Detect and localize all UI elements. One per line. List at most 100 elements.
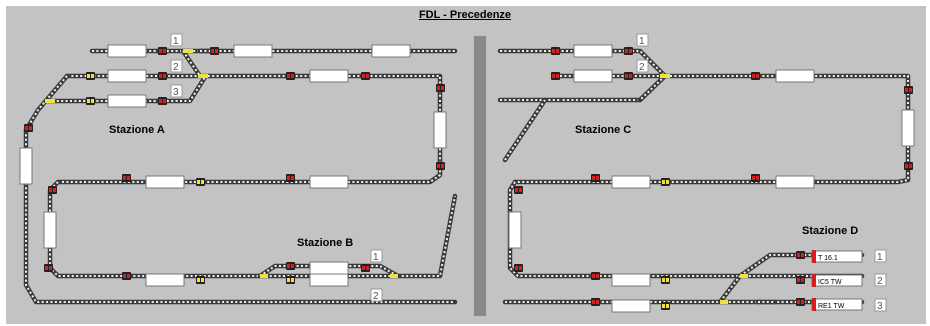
- track-number-d1[interactable]: 1: [874, 249, 887, 263]
- track-block: [573, 44, 613, 58]
- signal-lamp: [629, 74, 632, 78]
- signal-lamp: [163, 99, 166, 103]
- signal-lamp: [159, 49, 162, 53]
- track-sleepers: [515, 75, 909, 183]
- track-block: [233, 44, 273, 58]
- track-number-a3-text: 3: [173, 87, 179, 98]
- signal-lamp: [625, 49, 628, 53]
- signal-lamp: [287, 278, 290, 282]
- track-number-d2-text: 2: [877, 276, 883, 287]
- track-number-d2[interactable]: 2: [874, 273, 887, 287]
- signal-lamp: [366, 74, 369, 78]
- train-d2-label: IC5 TW: [818, 279, 842, 286]
- track-number-a1[interactable]: 1: [170, 33, 183, 47]
- signal-lamp: [666, 304, 669, 308]
- station-b-label: Stazione B: [297, 237, 353, 249]
- signal-lamp: [519, 266, 522, 270]
- track-block: [107, 69, 147, 83]
- signal-lamp: [515, 266, 518, 270]
- track-block: [611, 273, 651, 287]
- train-d2-marker: [812, 274, 816, 287]
- switch-point: [720, 300, 728, 304]
- signal-lamp: [752, 176, 755, 180]
- switch-point: [45, 99, 55, 103]
- track-number-b2[interactable]: 2: [370, 288, 383, 302]
- train-d3[interactable]: RE1 TW: [811, 298, 863, 311]
- track-block: [145, 175, 185, 189]
- signal-lamp: [592, 176, 595, 180]
- signal-lamp: [797, 278, 800, 282]
- signal-lamp: [662, 278, 665, 282]
- signal-lamp: [552, 74, 555, 78]
- signal-lamp: [756, 74, 759, 78]
- signal-lamp: [362, 266, 365, 270]
- signal-lamp: [366, 266, 369, 270]
- signal-lamp: [91, 74, 94, 78]
- signal-lamp: [215, 49, 218, 53]
- track-block: [775, 69, 815, 83]
- track-block: [43, 211, 57, 249]
- window-title: FDL - Precedenze: [418, 9, 512, 21]
- track-number-d3[interactable]: 3: [874, 298, 887, 312]
- track-number-b1[interactable]: 1: [370, 249, 383, 263]
- signal-lamp: [552, 49, 555, 53]
- control-panel: [6, 6, 926, 324]
- signal-lamp: [596, 274, 599, 278]
- signal-lamp: [629, 49, 632, 53]
- signal-lamp: [49, 266, 52, 270]
- track-number-d1-text: 1: [877, 252, 883, 263]
- signal-lamp: [201, 180, 204, 184]
- track-number-c1[interactable]: 1: [636, 33, 649, 47]
- track-block: [573, 69, 613, 83]
- signal-lamp: [287, 74, 290, 78]
- track-sleepers: [48, 76, 206, 102]
- track-block: [107, 44, 147, 58]
- signal-lamp: [197, 278, 200, 282]
- switch-point: [660, 74, 670, 78]
- track-block: [19, 147, 33, 185]
- signal-lamp: [592, 274, 595, 278]
- signal-lamp: [211, 49, 214, 53]
- signal-layer: [24, 47, 913, 310]
- signal-lamp: [515, 188, 518, 192]
- signal-lamp: [666, 180, 669, 184]
- switch-point: [390, 274, 398, 278]
- track-sleepers: [509, 181, 862, 277]
- signal-lamp: [127, 176, 130, 180]
- track-layer: [23, 48, 911, 305]
- track-number-a2[interactable]: 2: [170, 59, 183, 73]
- train-d3-marker: [812, 298, 816, 311]
- track-block: [309, 273, 349, 287]
- signal-lamp: [91, 99, 94, 103]
- signal-lamp: [596, 300, 599, 304]
- track-sleepers: [639, 75, 666, 101]
- train-d2[interactable]: IC5 TW: [811, 274, 863, 287]
- track-sleepers: [182, 50, 201, 77]
- train-d1[interactable]: T 16.1: [811, 250, 863, 263]
- track-number-b2-text: 2: [373, 291, 379, 302]
- signal-lamp: [625, 74, 628, 78]
- signal-lamp: [596, 176, 599, 180]
- track-block: [611, 299, 651, 313]
- track-sleepers: [49, 181, 456, 277]
- panel-divider: [474, 36, 486, 316]
- signal-lamp: [291, 264, 294, 268]
- signal-lamp: [287, 176, 290, 180]
- track-segment: [512, 73, 911, 185]
- track-number-d3-text: 3: [877, 301, 883, 312]
- track-sleepers: [25, 130, 455, 303]
- track-sleepers: [58, 100, 441, 183]
- train-d1-marker: [812, 250, 816, 263]
- signal-lamp: [752, 74, 755, 78]
- signal-lamp: [201, 278, 204, 282]
- track-number-a1-text: 1: [173, 36, 179, 47]
- switch-point: [740, 274, 748, 278]
- signal-lamp: [123, 176, 126, 180]
- signal-lamp: [556, 74, 559, 78]
- track-block: [433, 111, 447, 149]
- signal-lamp: [801, 278, 804, 282]
- track-number-a3[interactable]: 3: [170, 84, 183, 98]
- signal-lamp: [29, 126, 32, 130]
- track-number-c2[interactable]: 2: [636, 59, 649, 73]
